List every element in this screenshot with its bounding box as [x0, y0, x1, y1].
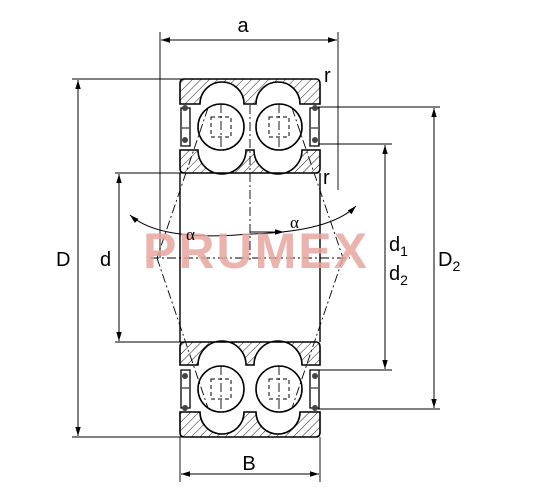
outer-ring-bottom [179, 411, 321, 438]
seal-bottom-left [180, 369, 191, 409]
label-d2: d2 [389, 263, 408, 288]
label-d1: d1 [389, 234, 408, 259]
label-alpha-left: α [186, 225, 195, 244]
dimension-lines [75, 37, 437, 477]
label-r-top: r [324, 65, 331, 87]
inner-ring-bottom [179, 340, 321, 366]
watermark: PRUMEX [143, 223, 369, 279]
label-alpha-right: α [290, 213, 299, 232]
contact-angle-arcs [129, 205, 357, 237]
label-D2: D2 [438, 249, 460, 274]
bottom-section [179, 340, 321, 438]
label-B: B [242, 453, 255, 475]
label-r-mid: r [323, 167, 330, 189]
label-d: d [100, 249, 111, 271]
label-a: a [237, 15, 249, 37]
pressure-lines [150, 104, 350, 412]
seal-bottom-right [309, 369, 320, 409]
label-D: D [56, 249, 70, 271]
extension-lines [72, 32, 440, 482]
outer-ring-top [179, 78, 321, 105]
